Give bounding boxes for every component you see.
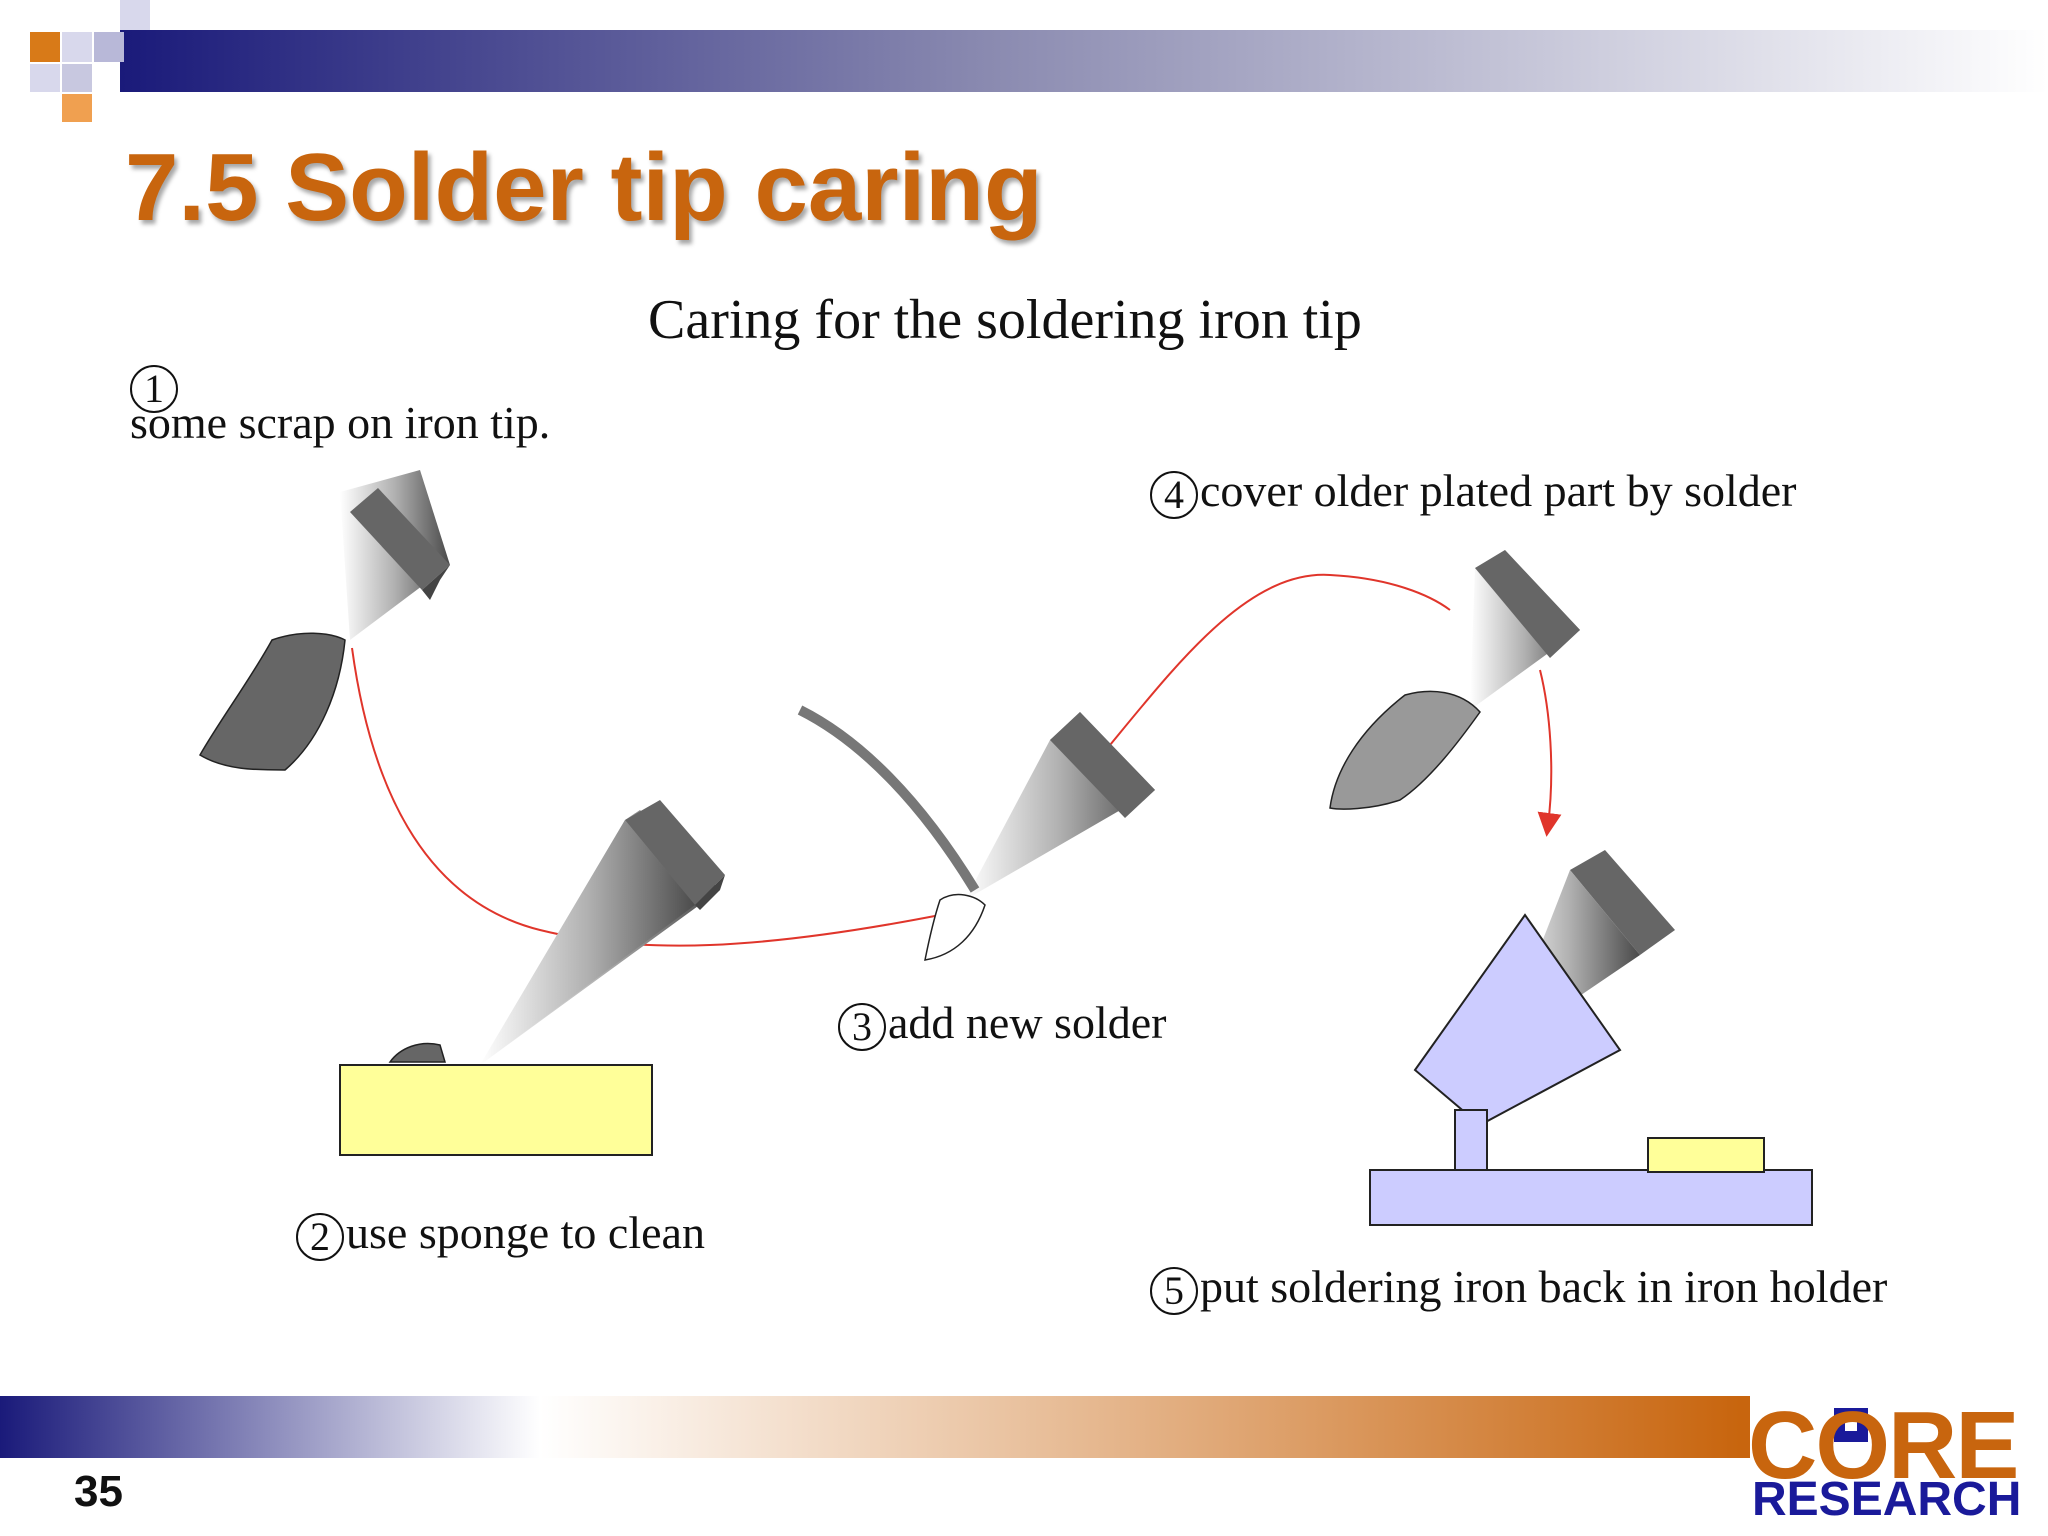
logo-core-text: CORE (1748, 1392, 2019, 1499)
slide-title: 7.5 Solder tip caring (125, 134, 1043, 241)
soldering-iron-4 (1329, 550, 1580, 810)
logo-research-text: RESEARCH (1752, 1473, 2022, 1526)
soldering-iron-holder (1369, 850, 1813, 1226)
step-4-number: 4 (1150, 471, 1198, 520)
step-4-text: cover older plated part by solder (1200, 465, 1797, 516)
step-2-number: 2 (296, 1213, 344, 1262)
soldering-iron-2 (388, 800, 725, 1065)
step-1-text: some scrap on iron tip. (130, 397, 551, 448)
sponge (339, 1064, 653, 1156)
step-5-number: 5 (1150, 1267, 1198, 1316)
core-research-logo-mark (1834, 1408, 1868, 1442)
header-decoration (0, 0, 2048, 122)
step-1-label: 1 (130, 362, 180, 414)
page-number: 35 (74, 1467, 123, 1516)
step-3-text: add new solder (888, 997, 1167, 1048)
step-3-number: 3 (838, 1003, 886, 1052)
step-1-number: 1 (130, 365, 178, 414)
diagram-title: Caring for the soldering iron tip (648, 289, 1362, 351)
soldering-iron-3 (797, 705, 1155, 961)
flow-arrows (351, 573, 1562, 947)
step-5-text: put soldering iron back in iron holder (1200, 1261, 1888, 1312)
step-2-text: use sponge to clean (346, 1207, 705, 1258)
soldering-iron-1 (198, 470, 450, 771)
footer-decoration (0, 1396, 1750, 1458)
